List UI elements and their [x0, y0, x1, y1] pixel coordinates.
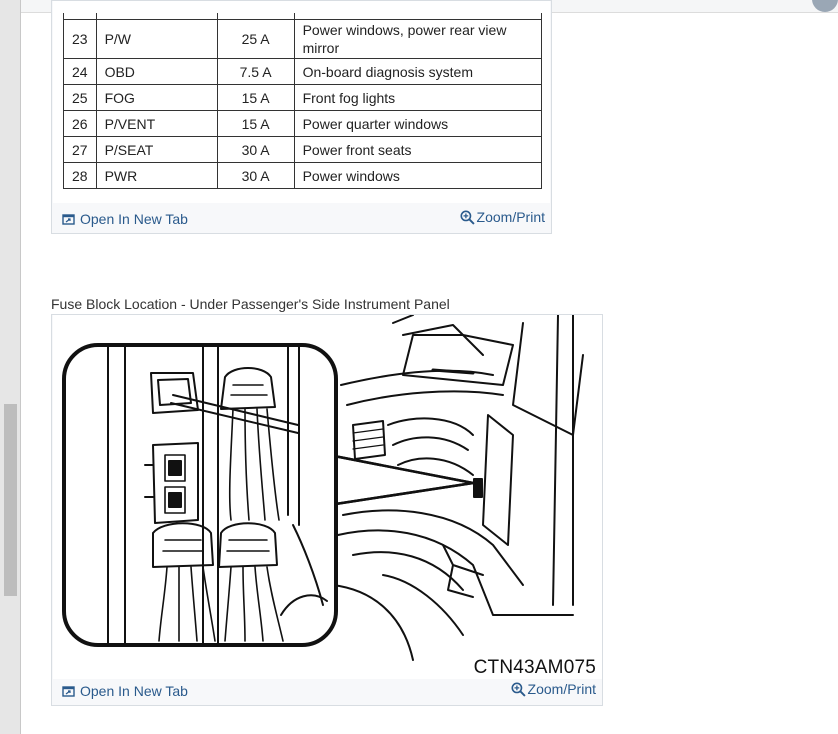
fuse-number: 24 — [63, 58, 97, 85]
zoom-print-label[interactable]: Zoom/Print — [527, 681, 596, 697]
fuse-amperage: 25 A — [216, 19, 295, 59]
fuse-number: 26 — [63, 110, 97, 137]
table-row: 23 P/W 25 A Power windows, power rear vi… — [63, 19, 542, 59]
fuse-amperage: 30 A — [216, 162, 295, 189]
fuse-table-figure: 23 P/W 25 A Power windows, power rear vi… — [51, 0, 552, 234]
table-row: 25 FOG 15 A Front fog lights — [63, 84, 542, 111]
fuse-amperage: 15 A — [216, 84, 295, 111]
toolbar-round-button[interactable] — [812, 0, 838, 12]
fuse-block-diagram: CTN43AM075 — [53, 314, 602, 679]
zoom-print-link[interactable]: Zoom/Print — [511, 681, 596, 697]
open-in-new-tab-link[interactable]: Open In New Tab — [62, 211, 188, 227]
fuse-amperage: 7.5 A — [216, 58, 295, 85]
open-in-new-tab-label[interactable]: Open In New Tab — [80, 683, 188, 699]
table-row: 27 P/SEAT 30 A Power front seats — [63, 136, 542, 163]
fuse-description: Power front seats — [293, 136, 542, 163]
fuse-table-image: 23 P/W 25 A Power windows, power rear vi… — [53, 1, 550, 203]
fuse-description: Front fog lights — [293, 84, 542, 111]
open-new-tab-icon — [62, 213, 75, 225]
left-gutter — [0, 0, 21, 734]
fuse-number: 27 — [63, 136, 97, 163]
fuse-description: Power windows, power rear view mirror — [293, 19, 542, 59]
fuse-name: FOG — [95, 84, 218, 111]
diagram-code: CTN43AM075 — [473, 657, 596, 678]
fuse-table: 23 P/W 25 A Power windows, power rear vi… — [63, 13, 542, 189]
table-row: 28 PWR 30 A Power windows — [63, 162, 542, 189]
open-in-new-tab-label[interactable]: Open In New Tab — [80, 211, 188, 227]
magnifier-plus-icon — [511, 681, 526, 697]
zoom-print-label[interactable]: Zoom/Print — [476, 209, 545, 225]
fuse-name: P/W — [95, 19, 218, 59]
fuse-amperage: 30 A — [216, 136, 295, 163]
open-in-new-tab-link[interactable]: Open In New Tab — [62, 683, 188, 699]
fuse-amperage: 15 A — [216, 110, 295, 137]
table-row: 24 OBD 7.5 A On-board diagnosis system — [63, 58, 542, 85]
figure-footer: Open In New Tab Zoom/Print — [52, 677, 602, 705]
fuse-description: Power quarter windows — [293, 110, 542, 137]
fuse-description: On-board diagnosis system — [293, 58, 542, 85]
fuse-block-location-figure: CTN43AM075 Open In New Tab Zoom/Print — [51, 314, 603, 706]
left-scrollbar-thumb[interactable] — [4, 404, 17, 596]
fuse-name: PWR — [95, 162, 218, 189]
fuse-name: P/SEAT — [95, 136, 218, 163]
fuse-name: P/VENT — [95, 110, 218, 137]
fuse-number: 25 — [63, 84, 97, 111]
figure-footer: Open In New Tab Zoom/Print — [52, 205, 551, 233]
zoom-print-link[interactable]: Zoom/Print — [460, 209, 545, 225]
fuse-block-diagram-drawing — [62, 314, 584, 661]
magnifier-plus-icon — [460, 209, 475, 225]
table-row: 26 P/VENT 15 A Power quarter windows — [63, 110, 542, 137]
fuse-description: Power windows — [293, 162, 542, 189]
open-new-tab-icon — [62, 685, 75, 697]
fuse-number: 23 — [63, 19, 97, 59]
fuse-name: OBD — [95, 58, 218, 85]
fuse-number: 28 — [63, 162, 97, 189]
figure-caption: Fuse Block Location - Under Passenger's … — [51, 296, 450, 312]
